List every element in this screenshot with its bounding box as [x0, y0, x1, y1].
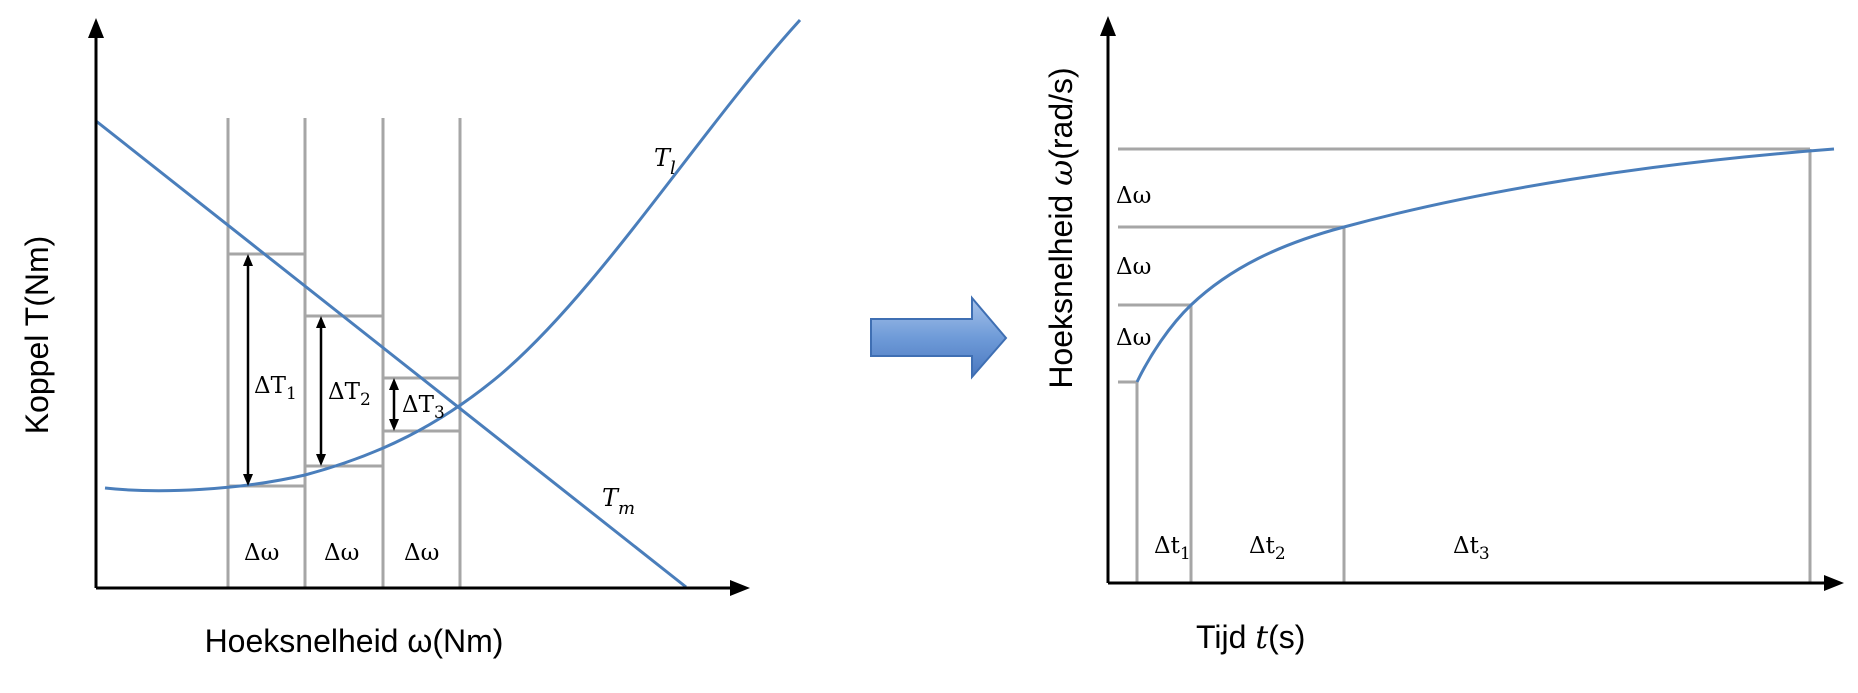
delta-t2-dimension-arrow — [316, 316, 326, 466]
delta-omega-label: Δω — [1116, 254, 1151, 280]
delta-t-label: Δt2 — [1249, 533, 1286, 564]
y-axis-arrowhead — [88, 18, 104, 38]
y-axis-arrowhead — [1100, 16, 1116, 36]
speed-curve — [1135, 147, 1835, 383]
delta-omega-label: Δω — [324, 540, 359, 566]
delta-t1-label: ΔT1 — [254, 373, 297, 404]
delta-t3-dimension-arrow — [389, 378, 399, 431]
x-axis-arrowhead — [1824, 575, 1844, 591]
delta-t-label: Δt1 — [1154, 533, 1191, 564]
right-diagram: Δω Δω Δω Δt1 Δt2 Δt3 Hoeksnelheid ω(rad/… — [1042, 16, 1844, 656]
delta-t1-dimension-arrow — [243, 254, 253, 486]
y-axis-label: Koppel T(Nm) — [19, 236, 55, 435]
motor-torque-curve — [95, 119, 687, 589]
right-arrow-icon — [870, 295, 1008, 380]
delta-omega-label: Δω — [1116, 325, 1151, 351]
delta-omega-label: Δω — [404, 540, 439, 566]
left-diagram: ΔT1 ΔT2 ΔT3 Δω Δω Δω Tl Tm Koppel T(Nm) … — [19, 18, 802, 659]
delta-omega-label: Δω — [244, 540, 279, 566]
delta-t2-label: ΔT2 — [328, 379, 371, 410]
x-axis-label: Hoeksnelheid ω(Nm) — [205, 623, 504, 659]
load-torque-label: Tl — [654, 144, 676, 179]
y-axis-label: Hoeksnelheid ω(rad/s) — [1042, 67, 1080, 388]
load-torque-curve — [104, 18, 802, 493]
delta-t3-label: ΔT3 — [402, 392, 445, 423]
delta-t-label: Δt3 — [1453, 533, 1490, 564]
x-axis-label: Tijd t(s) — [1196, 618, 1305, 656]
x-axis-arrowhead — [730, 580, 750, 596]
motor-torque-label: Tm — [602, 484, 635, 519]
delta-omega-label: Δω — [1116, 183, 1151, 209]
